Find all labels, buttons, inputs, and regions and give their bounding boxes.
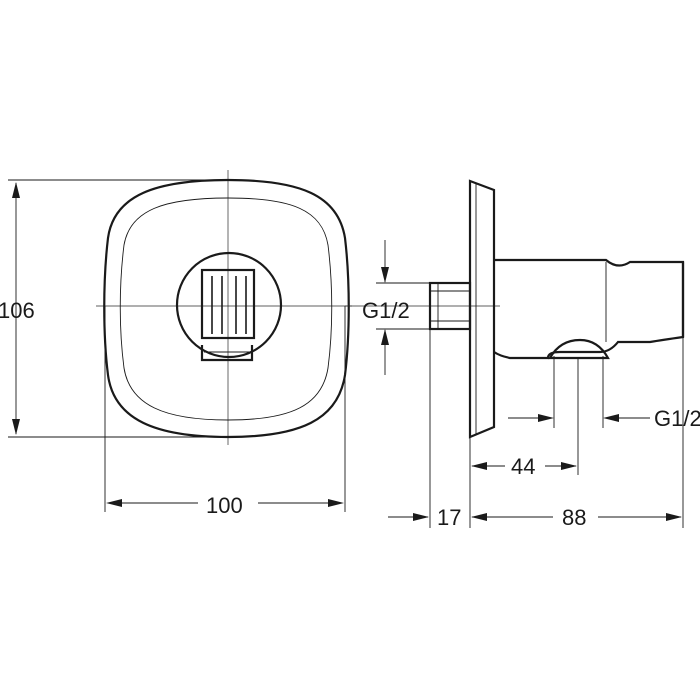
dim-100-label: 100: [206, 493, 243, 518]
dim-106-arrow-bottom: [12, 419, 20, 435]
dim-106-arrow-top: [12, 182, 20, 198]
side-flange: [468, 179, 496, 439]
dim-g12-outlet-arrow-right: [603, 414, 619, 422]
dim-g12-inlet-arrow-bottom: [381, 329, 389, 345]
front-view: 106 100: [0, 170, 352, 518]
front-holder-slot: [200, 268, 256, 340]
front-plate-bevel: [119, 197, 333, 421]
side-holder-body: [493, 258, 685, 360]
side-outlet-nipple: [548, 338, 610, 360]
dim-g12-outlet-label: G1/2: [654, 406, 700, 431]
dim-88-label: 88: [562, 505, 586, 530]
dim-88-arrow-right: [666, 513, 682, 521]
dim-44-arrow-right: [561, 462, 577, 470]
dim-100-arrow-left: [106, 499, 122, 507]
dim-44-label: 44: [511, 454, 535, 479]
front-hub-circle: [175, 251, 283, 359]
front-plate-outer: [103, 178, 350, 439]
dim-44-arrow-left: [471, 462, 487, 470]
dim-g12-inlet-arrow-top: [381, 267, 389, 283]
dim-100-arrow-right: [328, 499, 344, 507]
front-outlet-nipple: [200, 345, 254, 362]
side-view: G1/2 G1/2 44 17 88: [345, 179, 700, 530]
dim-g12-outlet-arrow-left: [538, 414, 554, 422]
dim-g12-inlet-label: G1/2: [362, 298, 410, 323]
dim-106-label: 106: [0, 298, 35, 323]
dim-17-arrow-left: [413, 513, 429, 521]
side-inlet-thread: [428, 281, 472, 331]
dim-17-label: 17: [437, 505, 461, 530]
dim-88-arrow-left: [471, 513, 487, 521]
